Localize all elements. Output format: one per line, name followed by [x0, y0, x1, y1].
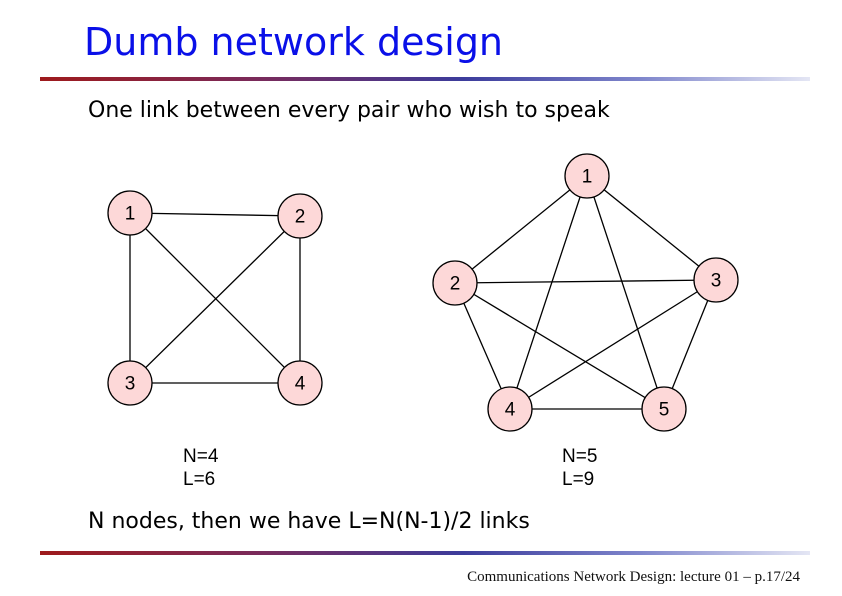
graph-1-edge-2-3 [129, 215, 301, 384]
graph-2-edge-1-3 [586, 175, 717, 281]
graph-1-edge-1-2 [129, 212, 301, 217]
node-label: 5 [659, 400, 670, 421]
graph-1-node-2: 2 [277, 193, 323, 239]
footer-divider [40, 551, 810, 555]
title-divider [40, 77, 810, 81]
graph-1-l-label: L=6 [183, 469, 216, 490]
node-circle [107, 360, 153, 406]
slide-caption: Communications Network Design: lecture 0… [467, 569, 800, 585]
node-circle [693, 257, 739, 303]
node-label: 2 [295, 207, 306, 228]
formula-text: N nodes, then we have L=N(N-1)/2 links [88, 509, 530, 534]
graph-2-edge-2-3 [454, 279, 717, 284]
node-label: 1 [582, 167, 593, 188]
node-circle [487, 386, 533, 432]
graph-2-node-3: 3 [693, 257, 739, 303]
graph-2-stats: N=5 L=9 [562, 445, 597, 491]
node-circle [432, 260, 478, 306]
four-node-graph: 1 2 3 4 [107, 190, 323, 406]
graph-1-node-4: 4 [277, 360, 323, 406]
graph-2-node-4: 4 [487, 386, 533, 432]
graph-2-node-5: 5 [641, 386, 687, 432]
graph-1-edge-1-4 [129, 212, 301, 384]
graph-1-n-label: N=4 [183, 446, 219, 467]
graph-1-stats: N=4 L=6 [183, 445, 218, 491]
node-label: 3 [125, 374, 136, 395]
graph-2-n-label: N=5 [562, 446, 598, 467]
graph-2-l-label: L=9 [562, 469, 595, 490]
node-label: 3 [711, 271, 722, 292]
graph-2-node-2: 2 [432, 260, 478, 306]
graph-2-edge-2-4 [454, 282, 511, 410]
node-label: 4 [505, 400, 516, 421]
graph-2-edge-1-2 [454, 175, 588, 284]
node-label: 1 [125, 204, 136, 225]
node-circle [277, 193, 323, 239]
node-label: 4 [295, 374, 306, 395]
node-label: 2 [450, 274, 461, 295]
node-circle [107, 190, 153, 236]
graph-2-edge-1-5 [586, 175, 665, 410]
node-circle [641, 386, 687, 432]
graph-2-edge-1-4 [509, 175, 588, 410]
node-circle [277, 360, 323, 406]
graph-1-node-1: 1 [107, 190, 153, 236]
graph-2-edge-3-4 [509, 279, 717, 410]
graph-2-edge-2-5 [454, 282, 665, 410]
slide-title: Dumb network design [84, 20, 504, 64]
graph-2-edge-3-5 [663, 279, 717, 410]
slide-subtitle: One link between every pair who wish to … [88, 98, 610, 123]
graph-2-node-1: 1 [564, 153, 610, 199]
node-circle [564, 153, 610, 199]
five-node-graph: 1 2 3 4 5 [432, 153, 739, 432]
graph-1-node-3: 3 [107, 360, 153, 406]
